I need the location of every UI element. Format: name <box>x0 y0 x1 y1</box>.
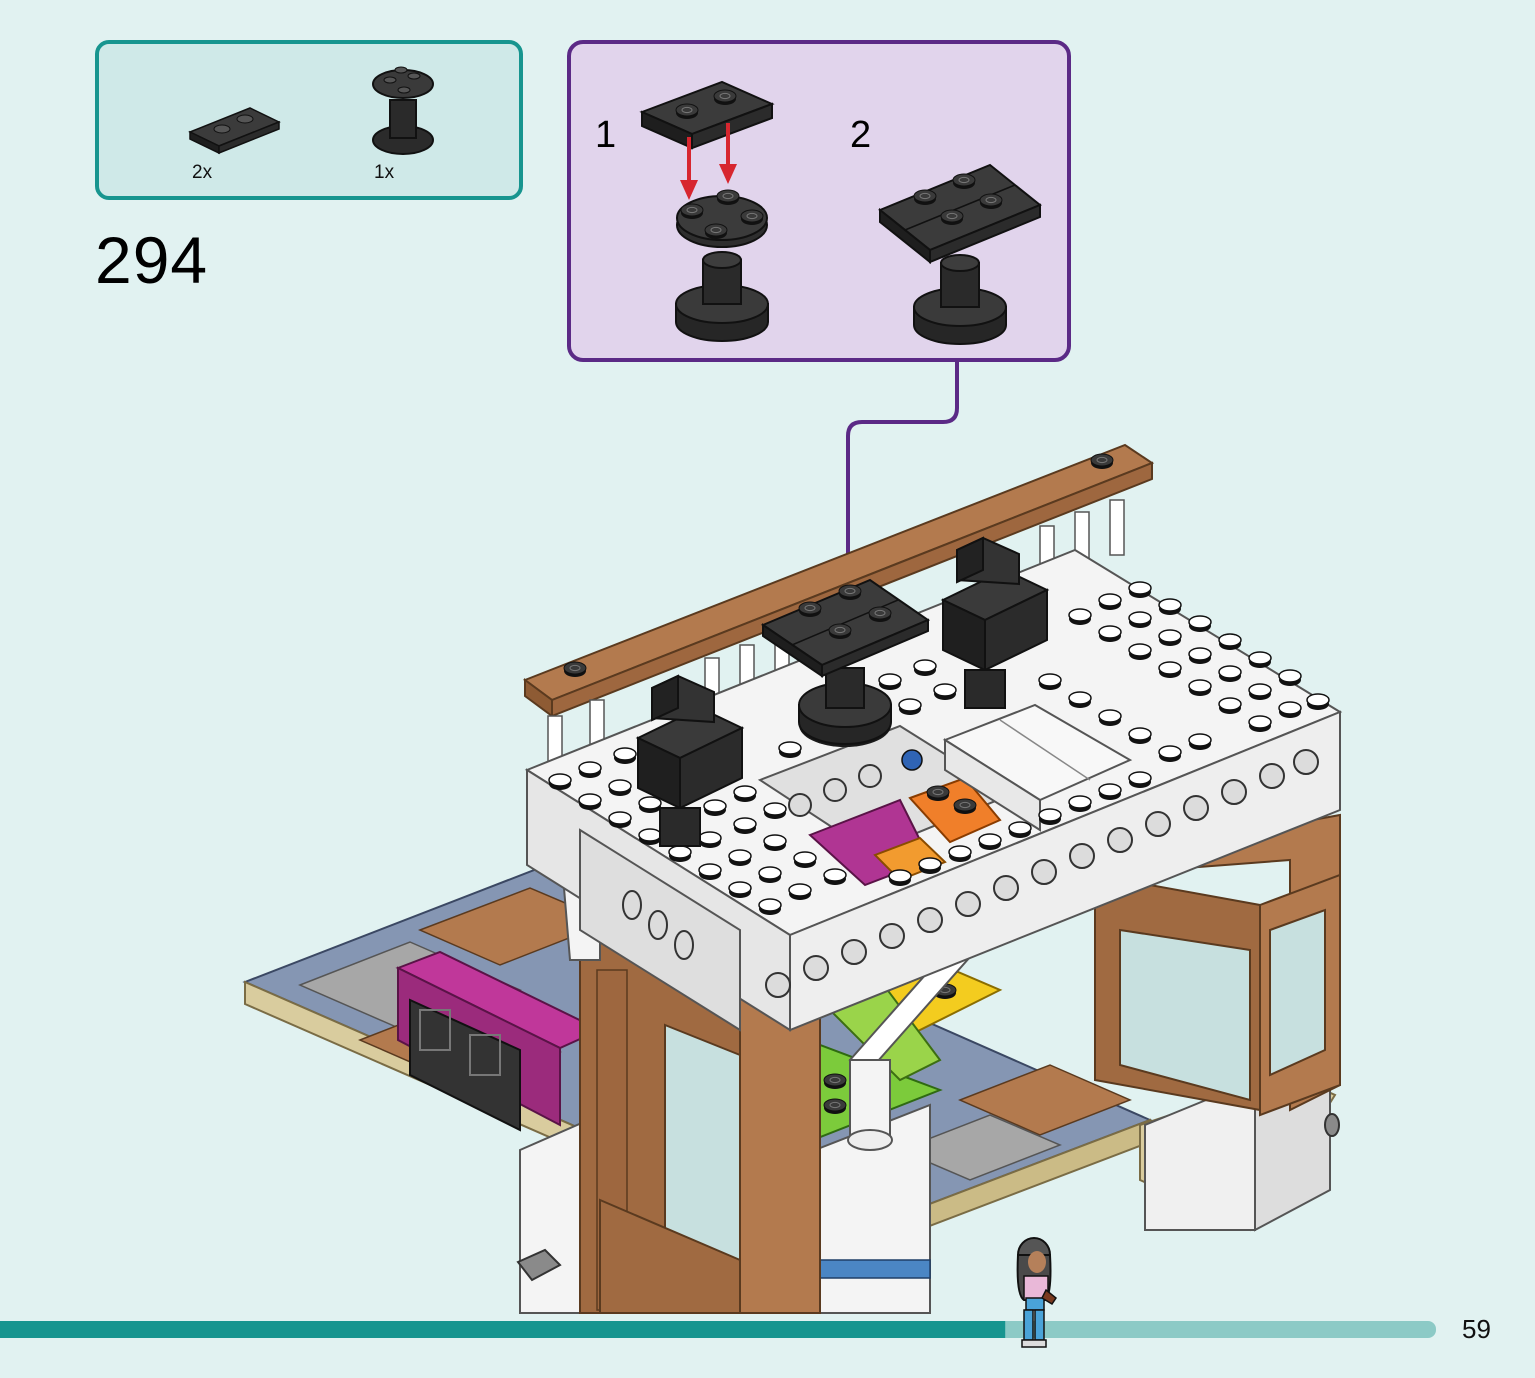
callout-connector-arrow <box>846 362 959 570</box>
substep-label-1: 1 <box>595 114 617 156</box>
grey-pin-icon <box>516 1113 1340 1282</box>
part-table-stand-icon <box>372 66 434 155</box>
progress-fill <box>0 1321 1006 1338</box>
red-arrow-icon <box>680 123 737 200</box>
black-table <box>760 578 931 747</box>
page-number: 59 <box>1462 1314 1491 1344</box>
step-number: 294 <box>95 223 209 297</box>
part-plate-icon <box>188 107 281 155</box>
substep-label-2: 2 <box>850 114 872 156</box>
part-quantity-plate: 2x <box>192 162 213 183</box>
minifigure-icon <box>1016 1237 1058 1348</box>
part-quantity-table-stand: 1x <box>374 162 395 183</box>
main-model <box>242 443 1343 1314</box>
substep-1-illustration <box>642 82 772 342</box>
substep-2-illustration <box>878 163 1042 345</box>
blue-connector-icon <box>901 749 923 771</box>
parts-list-callout: 2x 1x <box>95 40 523 200</box>
